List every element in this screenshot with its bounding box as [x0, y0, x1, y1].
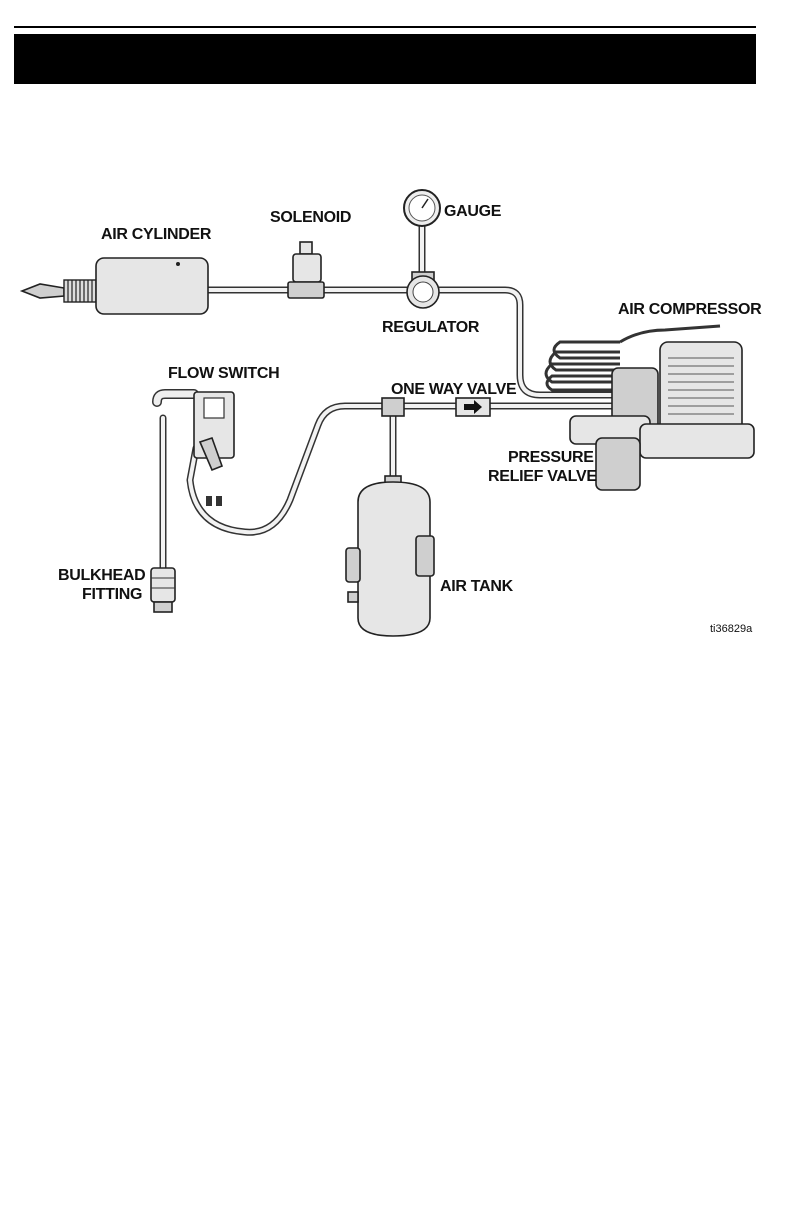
air-cylinder: [22, 258, 208, 314]
header-bar: [14, 34, 756, 84]
label-regulator: REGULATOR: [382, 319, 480, 336]
solenoid: [288, 242, 324, 298]
flow-switch: [157, 392, 234, 506]
pressure-relief-valve: [596, 438, 640, 490]
label-bulkhead: BULKHEAD: [58, 567, 145, 584]
label-pressure: PRESSURE: [508, 449, 594, 466]
label-fitting: FITTING: [82, 586, 142, 603]
label-relief-valve: RELIEF VALVE: [488, 468, 597, 485]
regulator: [407, 272, 439, 308]
label-flow-switch: FLOW SWITCH: [168, 365, 279, 382]
tee-fitting: [382, 398, 404, 416]
top-rule: [14, 26, 756, 28]
gauge-icon: [404, 190, 440, 226]
one-way-valve: [456, 398, 490, 416]
label-gauge: GAUGE: [444, 203, 502, 220]
bulkhead-fitting: [151, 568, 175, 612]
label-one-way-valve: ONE WAY VALVE: [391, 381, 517, 398]
label-air-cylinder: AIR CYLINDER: [101, 226, 212, 243]
air-system-diagram: AIR CYLINDER SOLENOID GAUGE REGULATOR AI…: [0, 180, 792, 640]
label-solenoid: SOLENOID: [270, 209, 351, 226]
label-air-compressor: AIR COMPRESSOR: [618, 301, 762, 318]
label-air-tank: AIR TANK: [440, 578, 514, 595]
cylinder-rod-end: [22, 284, 64, 298]
air-tank: [346, 476, 434, 636]
figure-id: ti36829a: [710, 623, 753, 635]
cylinder-body: [96, 258, 208, 314]
